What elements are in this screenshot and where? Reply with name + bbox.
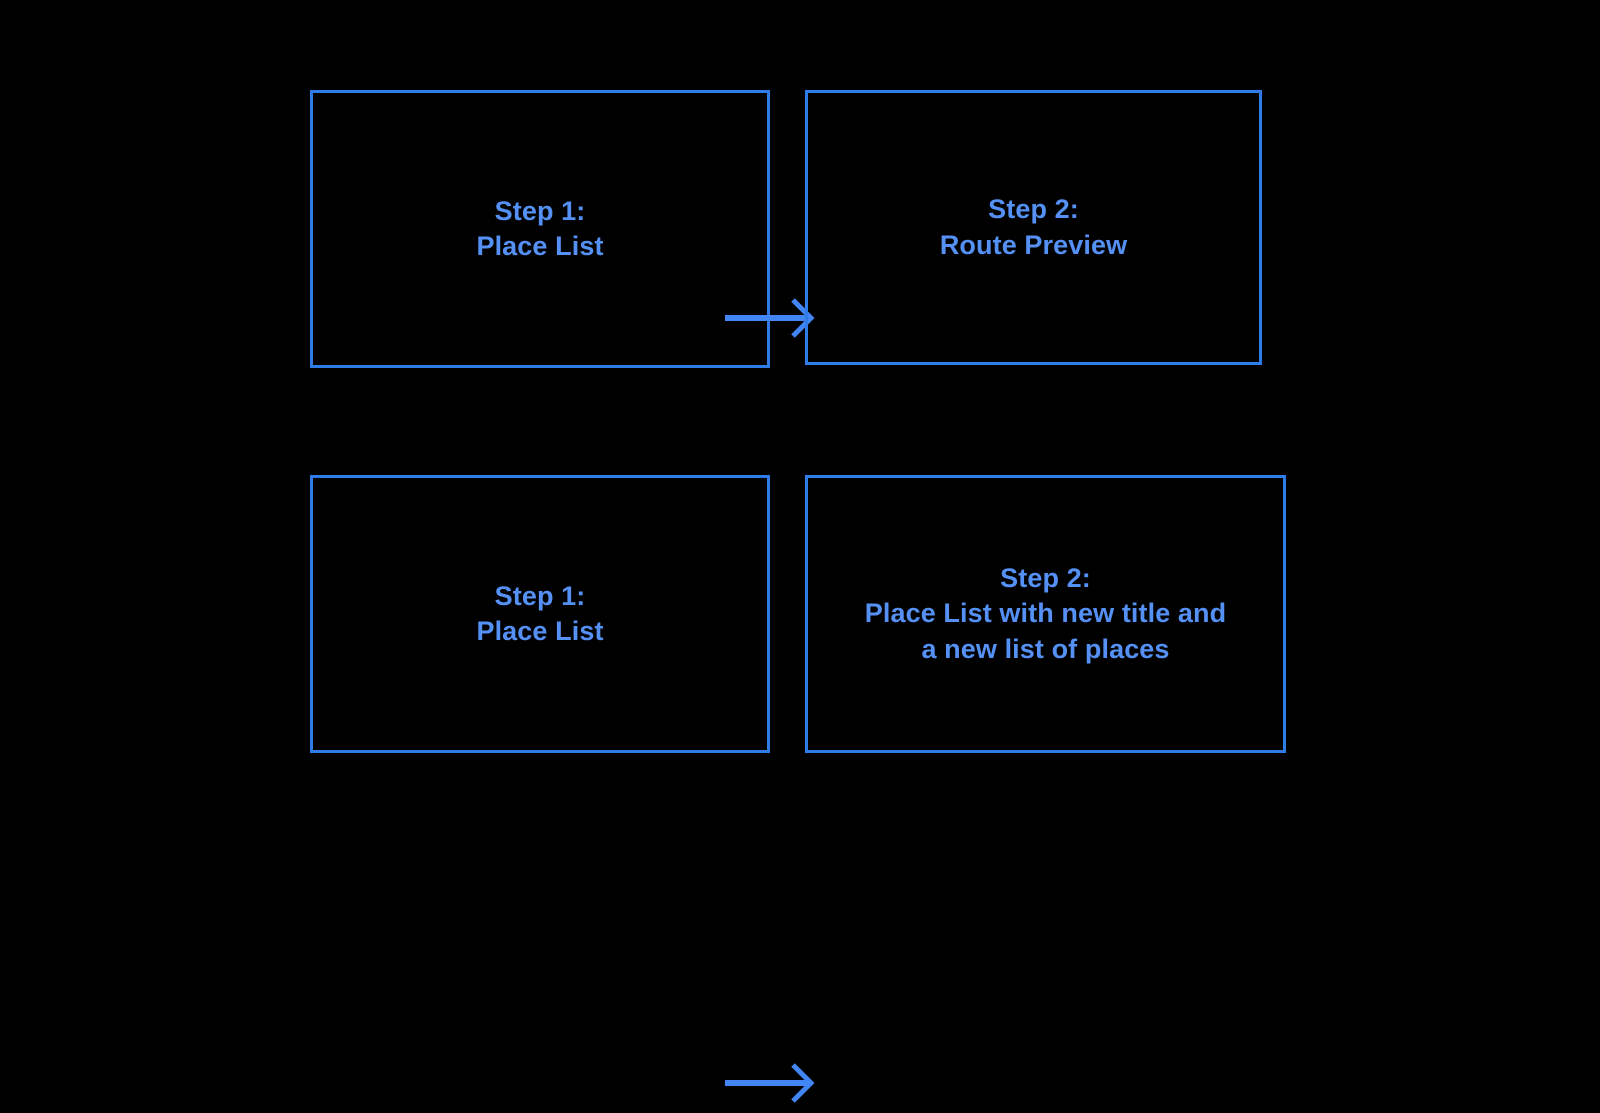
- diagram-canvas: Step 1: Place List Step 2: Route Preview…: [0, 90, 1600, 1103]
- arrow-right-icon: [725, 1063, 815, 1103]
- step-box-top-step-2[interactable]: Step 2: Route Preview: [805, 90, 1262, 365]
- step-box-bottom-step-2[interactable]: Step 2: Place List with new title and a …: [805, 475, 1286, 753]
- step-box-bottom-step-1[interactable]: Step 1: Place List: [310, 475, 770, 753]
- step-box-top-step-1[interactable]: Step 1: Place List: [310, 90, 770, 368]
- flow-row-place-list-update: Step 1: Place List Step 2: Place List wi…: [0, 475, 1600, 1103]
- step-box-label: Step 2: Route Preview: [939, 194, 1128, 260]
- step-box-label: Step 2: Place List with new title and a …: [864, 563, 1227, 664]
- flow-row-route-preview: Step 1: Place List Step 2: Route Preview: [0, 90, 1600, 370]
- connector-arrow-bottom: [725, 1053, 820, 1113]
- step-box-label: Step 1: Place List: [476, 195, 604, 261]
- step-box-label: Step 1: Place List: [476, 580, 604, 646]
